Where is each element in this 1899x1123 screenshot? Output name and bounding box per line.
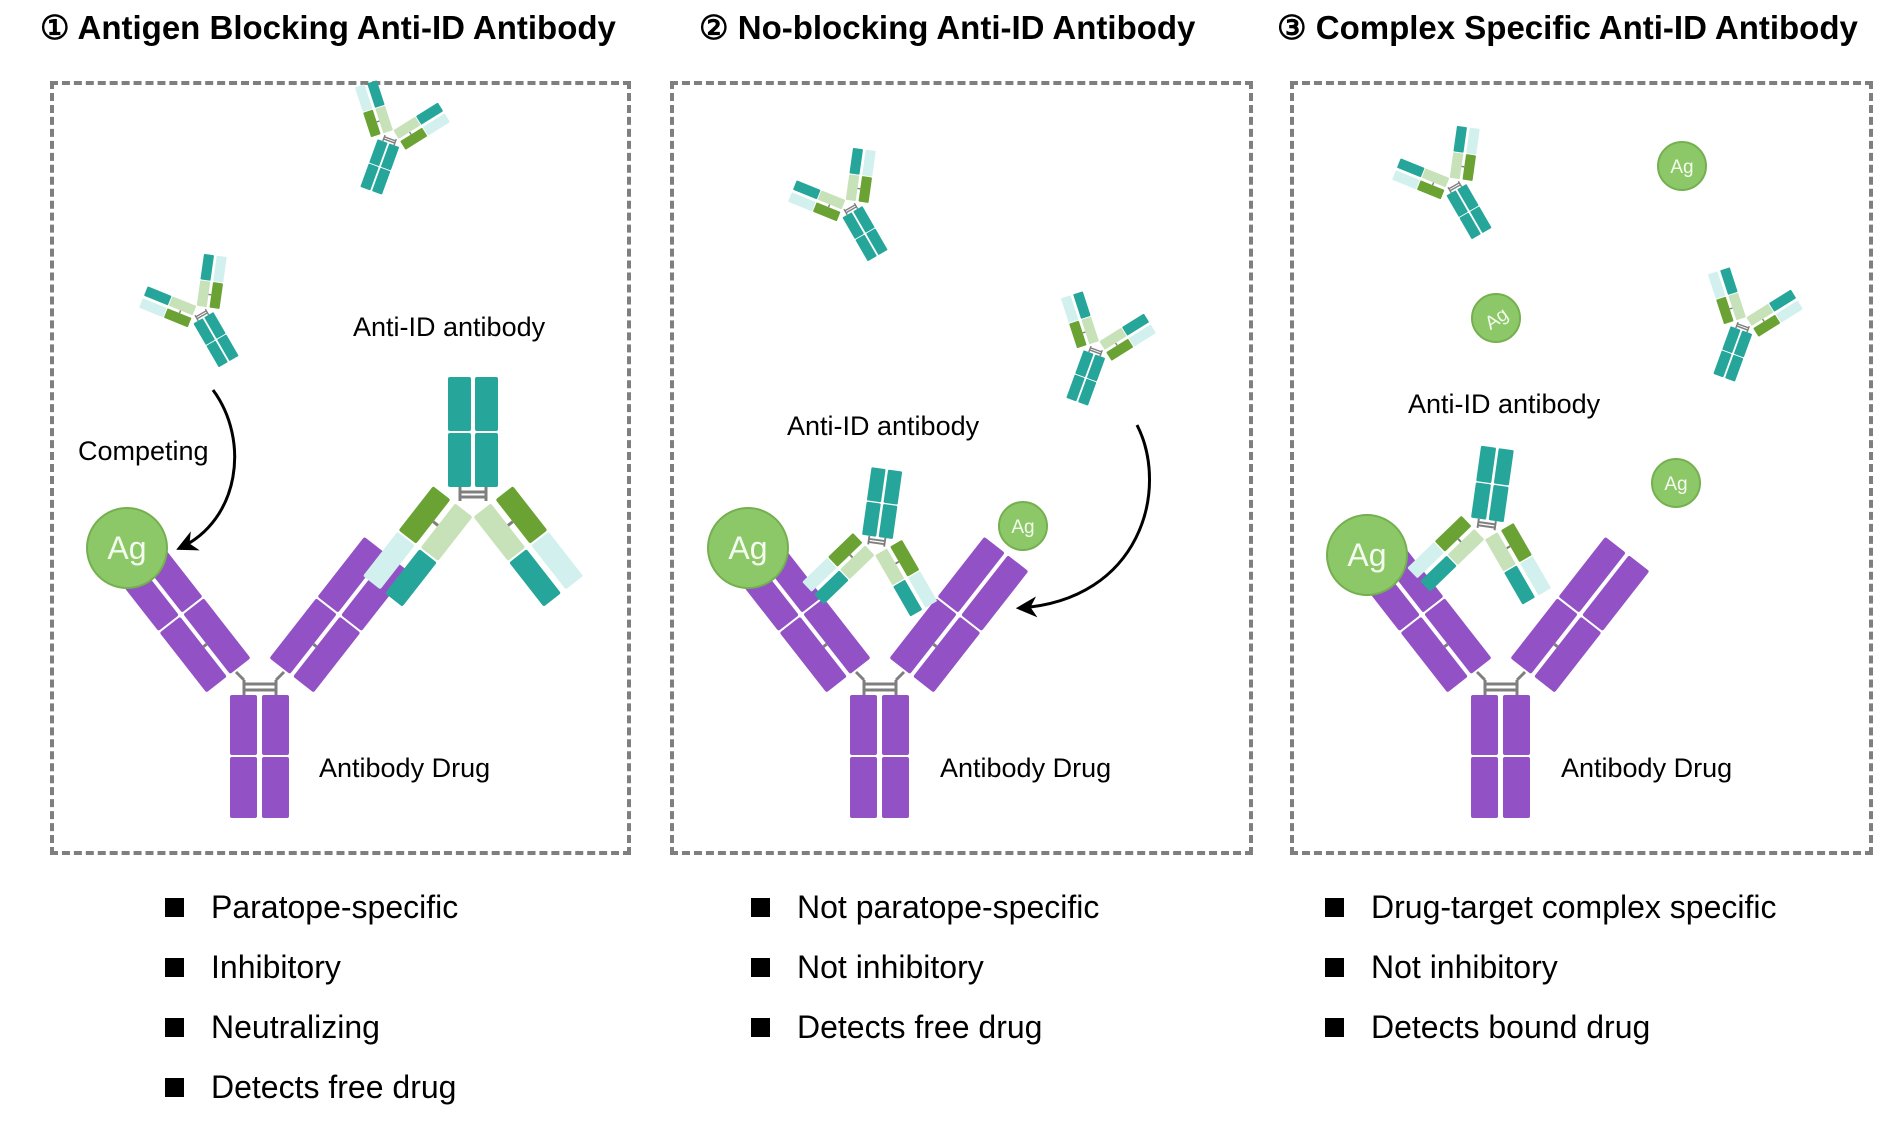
square-bullet-icon: [1325, 1018, 1344, 1037]
bullet-item: Not inhibitory: [751, 943, 1099, 1003]
antibody-drug-label: Antibody Drug: [1561, 753, 1733, 783]
square-bullet-icon: [165, 1018, 184, 1037]
anti-id-label: Anti-ID antibody: [787, 411, 980, 441]
bullet-text: Neutralizing: [211, 1009, 380, 1045]
bullet-item: Not inhibitory: [1325, 943, 1776, 1003]
panel-1-title: ① Antigen Blocking Anti-ID Antibody: [40, 9, 616, 46]
panel-2-frame: [670, 81, 1253, 855]
antigen-circle-small: [998, 501, 1048, 551]
anti-id-antibody-complex: [1403, 436, 1571, 610]
competing-label: Competing: [78, 436, 209, 466]
square-bullet-icon: [751, 898, 770, 917]
bullet-item: Detects free drug: [165, 1063, 458, 1123]
competing-arrow: [176, 389, 237, 551]
bullet-text: Not inhibitory: [1371, 949, 1558, 985]
square-bullet-icon: [1325, 898, 1344, 917]
anti-id-antibody-bound: [798, 458, 956, 621]
free-anti-id-antibody: [1384, 116, 1527, 260]
free-anti-id-antibody: [780, 138, 923, 282]
bullet-item: Detects bound drug: [1325, 1003, 1776, 1063]
free-anti-id-antibody: [1675, 260, 1809, 396]
bullet-item: Drug-target complex specific: [1325, 883, 1776, 943]
free-anti-id-antibody: [1028, 284, 1162, 420]
square-bullet-icon: [165, 1078, 184, 1097]
antigen-label: Ag: [1011, 517, 1034, 538]
bullet-item: Inhibitory: [165, 943, 458, 1003]
bullet-text: Detects free drug: [211, 1069, 457, 1105]
antigen-circle-small: [1471, 293, 1521, 343]
square-bullet-icon: [1325, 958, 1344, 977]
bullet-text: Inhibitory: [211, 949, 341, 985]
square-bullet-icon: [165, 898, 184, 917]
bullet-text: Not inhibitory: [797, 949, 984, 985]
bullet-text: Not paratope-specific: [797, 889, 1100, 925]
panel-3-frame: [1290, 81, 1873, 855]
square-bullet-icon: [751, 958, 770, 977]
bullet-text: Paratope-specific: [211, 889, 459, 925]
antigen-label: Ag: [1347, 537, 1386, 573]
panel-2-bullets: Not paratope-specific Not inhibitory Det…: [751, 883, 1099, 1063]
panel-2-title: ② No-blocking Anti-ID Antibody: [699, 9, 1196, 46]
bullet-item: Neutralizing: [165, 1003, 458, 1063]
free-anti-id-antibody: [131, 244, 274, 388]
anti-id-label: Anti-ID antibody: [353, 312, 546, 342]
bullet-item: Not paratope-specific: [751, 883, 1099, 943]
bullet-text: Detects bound drug: [1371, 1009, 1651, 1045]
binding-arrow: [1015, 424, 1151, 618]
antigen-circle-small: [1657, 141, 1707, 191]
free-anti-id-antibody: [322, 73, 456, 209]
antigen-label: Ag: [107, 530, 146, 566]
panel-1-bullets: Paratope-specific Inhibitory Neutralizin…: [165, 883, 458, 1123]
antigen-circle: [1326, 514, 1408, 596]
bullet-text: Drug-target complex specific: [1371, 889, 1777, 925]
panel-3-bullets: Drug-target complex specific Not inhibit…: [1325, 883, 1776, 1063]
panel-3-title: ③ Complex Specific Anti-ID Antibody: [1277, 9, 1858, 46]
square-bullet-icon: [751, 1018, 770, 1037]
antigen-label: Ag: [728, 530, 767, 566]
bullet-item: Paratope-specific: [165, 883, 458, 943]
antigen-circle: [707, 507, 789, 589]
bullet-item: Detects free drug: [751, 1003, 1099, 1063]
panel-1-frame: [50, 81, 631, 855]
antigen-label: Ag: [1670, 157, 1693, 178]
square-bullet-icon: [165, 958, 184, 977]
antigen-circle: [86, 507, 168, 589]
bullet-text: Detects free drug: [797, 1009, 1043, 1045]
antibody-drug-label: Antibody Drug: [940, 753, 1112, 783]
antibody-drug-label: Antibody Drug: [319, 753, 491, 783]
anti-id-label: Anti-ID antibody: [1408, 389, 1601, 419]
antigen-label: Ag: [1664, 474, 1687, 495]
antigen-circle-small: [1651, 458, 1701, 508]
